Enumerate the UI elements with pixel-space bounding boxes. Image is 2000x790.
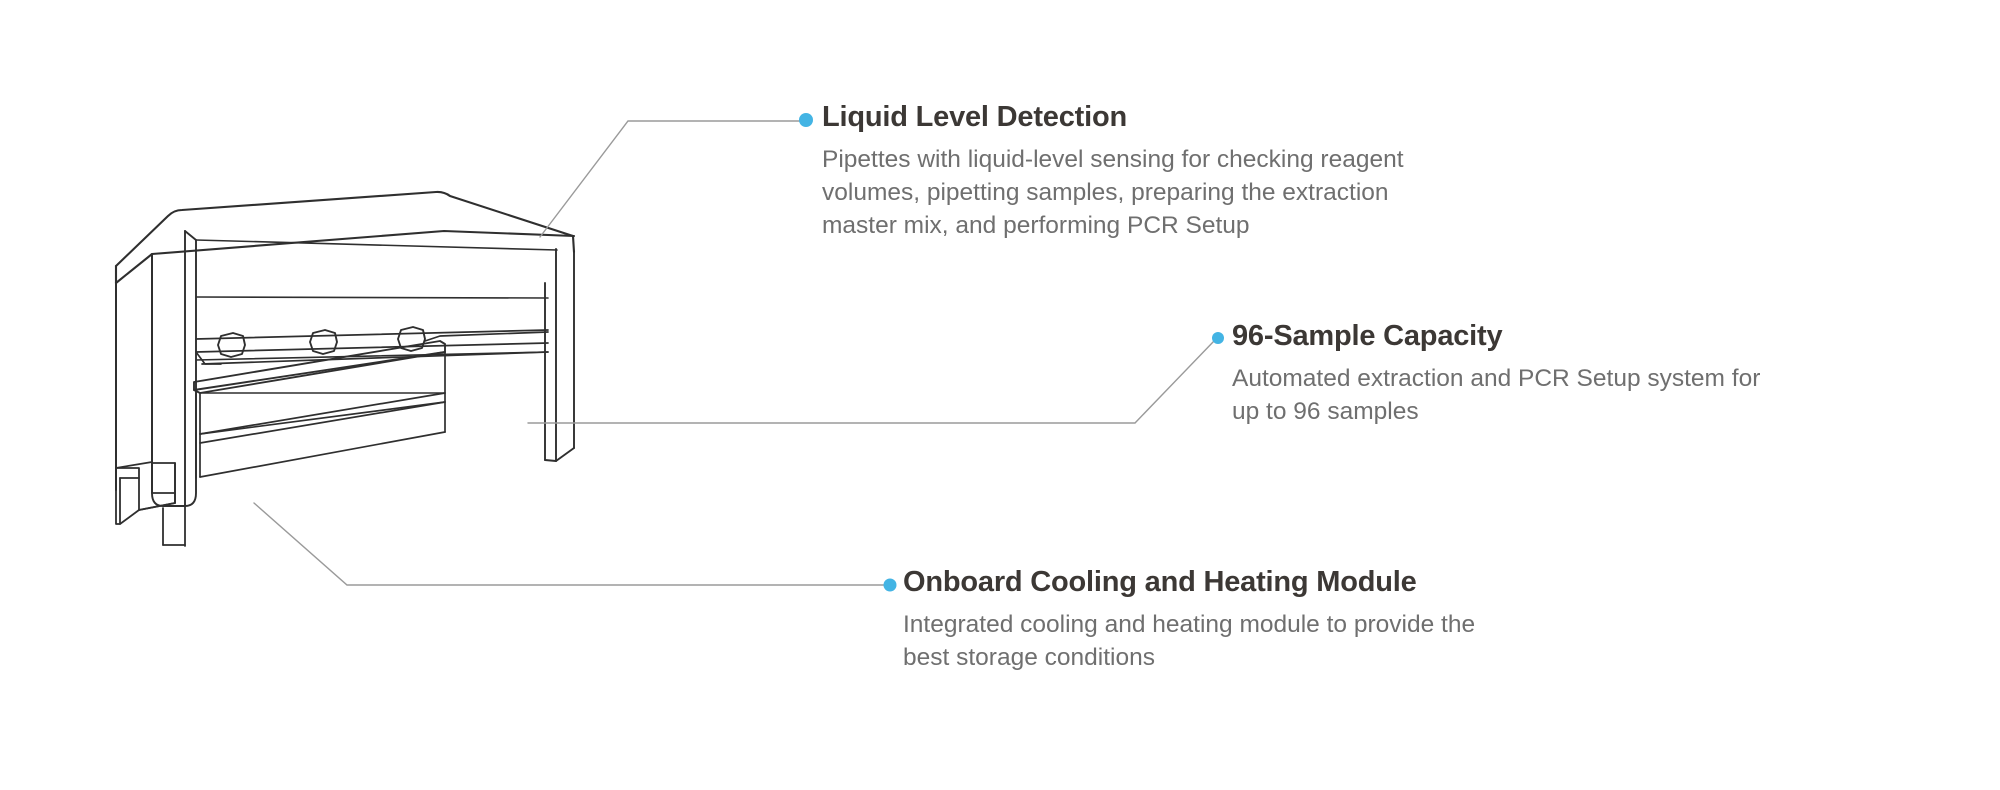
accent-dot-liquid-level-detection bbox=[799, 113, 813, 127]
gantry-notch-detail bbox=[195, 331, 549, 365]
instrument-lower-bay bbox=[195, 351, 446, 479]
instrument-left-corner-post bbox=[151, 230, 197, 507]
instrument-left-panel bbox=[115, 253, 153, 494]
callout-body-line: up to 96 samples bbox=[1232, 397, 1419, 425]
callout-body-line: Integrated cooling and heating module to… bbox=[903, 611, 1476, 639]
callout-title-liquid-level-detection: Liquid Level Detection bbox=[822, 101, 1127, 133]
callout-body-line: master mix, and performing PCR Setup bbox=[822, 211, 1250, 239]
pipette-head-1 bbox=[217, 332, 246, 358]
callout-body-sample-capacity: Automated extraction and PCR Setup syste… bbox=[1232, 363, 1760, 428]
leader-line-sample-capacity bbox=[527, 340, 1215, 424]
callout-body-liquid-level-detection: Pipettes with liquid-level sensing for c… bbox=[822, 144, 1404, 242]
leader-dots bbox=[799, 113, 1224, 592]
pipette-head-group bbox=[217, 326, 426, 358]
callout-body-cooling-heating-module: Integrated cooling and heating module to… bbox=[903, 609, 1475, 674]
pipette-gantry-rail bbox=[195, 329, 549, 365]
callout-cooling-heating-module: Onboard Cooling and Heating Module Integ… bbox=[903, 566, 1475, 675]
callout-body-line: Automated extraction and PCR Setup syste… bbox=[1232, 365, 1761, 393]
instrument-front-panel-lines bbox=[195, 239, 558, 361]
callout-sample-capacity: 96-Sample Capacity Automated extraction … bbox=[1232, 320, 1760, 429]
pipette-head-2 bbox=[309, 329, 338, 355]
instrument-right-corner-post bbox=[544, 248, 575, 462]
leader-line-liquid-level-detection bbox=[539, 120, 801, 238]
callout-liquid-level-detection: Liquid Level Detection Pipettes with liq… bbox=[822, 101, 1404, 242]
pipette-head-3 bbox=[397, 326, 426, 352]
accent-dot-cooling-heating-module bbox=[883, 578, 897, 592]
instrument-base-feet bbox=[115, 462, 186, 547]
accent-dot-sample-capacity bbox=[1212, 332, 1224, 344]
callout-body-line: best storage conditions bbox=[903, 643, 1155, 671]
leader-line-cooling-heating-module bbox=[253, 502, 887, 586]
callout-title-cooling-heating-module: Onboard Cooling and Heating Module bbox=[903, 566, 1417, 598]
callout-body-line: volumes, pipetting samples, preparing th… bbox=[822, 178, 1389, 206]
leader-lines bbox=[253, 120, 1215, 586]
callout-title-sample-capacity: 96-Sample Capacity bbox=[1232, 320, 1503, 352]
callout-body-line: Pipettes with liquid-level sensing for c… bbox=[822, 146, 1404, 174]
instrument-left-skirt bbox=[115, 461, 153, 469]
instrument-illustration bbox=[114, 190, 576, 547]
